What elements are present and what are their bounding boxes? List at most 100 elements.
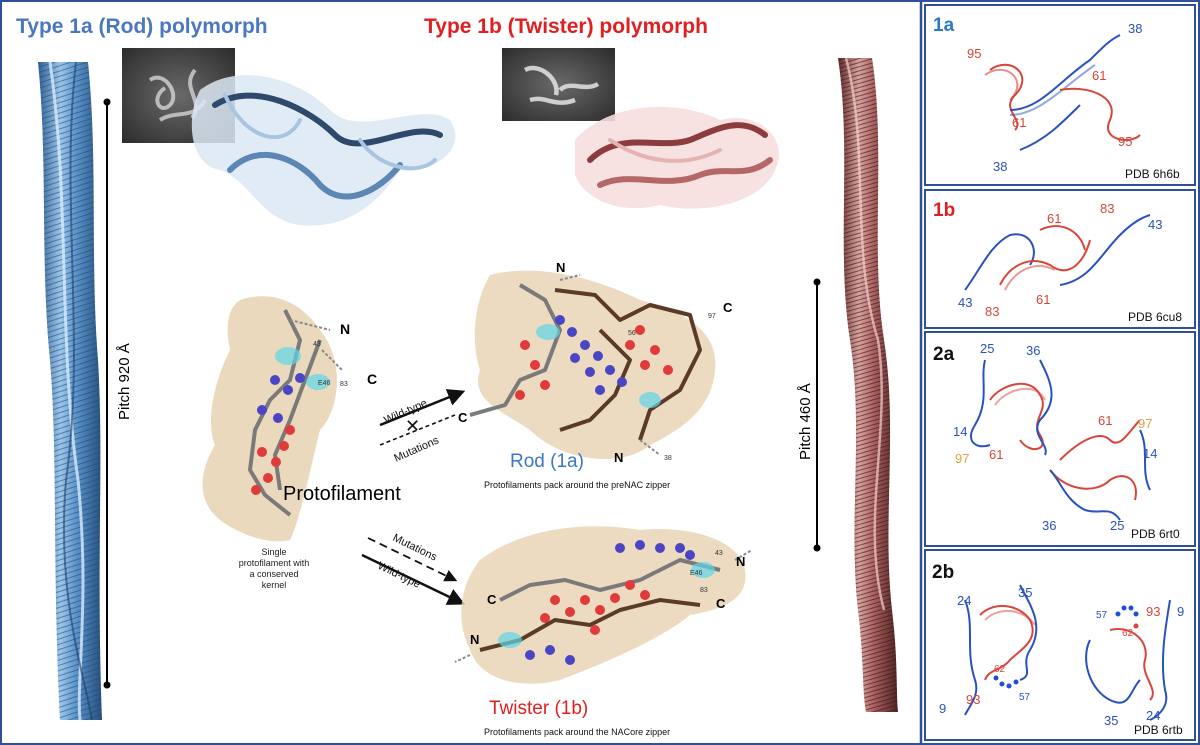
panel-2b-dots [993, 605, 1139, 689]
panel-1b [924, 189, 1196, 329]
panel-2a-label-97b: 97 [1138, 416, 1152, 431]
panel-2b-label-57a: 57 [1019, 692, 1031, 703]
panel-1b-label-83a: 83 [1100, 201, 1114, 216]
panel-1b-label-83b: 83 [985, 304, 999, 319]
rod-fibril-illustration [38, 61, 102, 721]
twister-label: Twister (1b) [489, 698, 588, 719]
rod-res-97: 97 [708, 313, 716, 320]
panel-2b-label-35a: 35 [1018, 585, 1032, 600]
rod-term-n: N [556, 260, 565, 275]
panel-1b-structure [964, 214, 1151, 291]
panel-1a-pdb: PDB 6h6b [1125, 167, 1180, 181]
svg-text:a conserved: a conserved [249, 569, 298, 579]
panel-2b-structure [964, 584, 1171, 721]
panel-2b-label-9a: 9 [939, 701, 946, 716]
protofilament-schematic [202, 296, 343, 542]
svg-text:✕: ✕ [405, 416, 420, 436]
protofilament-res-e46: E46 [318, 380, 331, 387]
twister-res-43: 43 [715, 550, 723, 557]
left-title: Type 1a (Rod) polymorph [16, 15, 268, 38]
rod-label: Rod (1a) [510, 451, 584, 472]
twister-caption: Protofilaments pack around the NACore zi… [484, 727, 670, 737]
rod-caption: Protofilaments pack around the preNAC zi… [484, 480, 670, 490]
protofilament-caption: Single protofilament with a conserved ke… [239, 547, 310, 590]
label-mutations-lower: Mutations [391, 532, 440, 564]
panel-1b-id: 1b [933, 200, 955, 221]
panel-2b-label-57b: 57 [1096, 610, 1108, 621]
panel-2a-label-36b: 36 [1042, 518, 1056, 533]
panel-2a-label-14b: 14 [1143, 446, 1157, 461]
panel-2a-label-61b: 61 [1098, 413, 1112, 428]
panel-2a-structure [970, 359, 1151, 521]
panel-2b-label-24a: 24 [957, 593, 971, 608]
panel-2b-label-35b: 35 [1104, 713, 1118, 728]
svg-text:protofilament with: protofilament with [239, 558, 310, 568]
panel-2a-id: 2a [933, 344, 955, 365]
label-mutations-upper: Mutations [392, 434, 441, 465]
panel-2b-label-9b: 9 [1177, 604, 1184, 619]
structure-panels: 1a PDB 6h6b 38 95 61 61 95 38 1b PDB 6cu… [924, 4, 1196, 741]
em-thumbnail-twister [502, 48, 615, 121]
panel-1b-pdb: PDB 6cu8 [1128, 310, 1182, 324]
rod-term-c-left: C [458, 410, 468, 425]
protofilament-term-n: N [340, 321, 350, 337]
panel-2b-label-62a: 62 [994, 664, 1006, 675]
twister-term-n: N [736, 554, 745, 569]
rod-term-n-bottom: N [614, 450, 623, 465]
panel-2b-label-62b: 62 [1122, 628, 1134, 639]
panel-2a-pdb: PDB 6rt0 [1131, 527, 1180, 541]
panel-1a-structure [984, 34, 1141, 151]
panel-1a-id: 1a [933, 15, 955, 36]
panel-2a-label-25a: 25 [980, 341, 994, 356]
pitch-bar-left [103, 98, 111, 689]
panel-2a-label-61a: 61 [989, 447, 1003, 462]
panel-2a-label-97a: 97 [955, 451, 969, 466]
panel-2b-pdb: PDB 6rtb [1134, 723, 1183, 737]
panel-2a-label-36a: 36 [1026, 343, 1040, 358]
protofilament-label: Protofilament [283, 483, 401, 505]
label-wildtype-lower: Wild-type [376, 560, 422, 591]
twister-term-c-left: C [487, 592, 497, 607]
arrow-to-twister [361, 537, 466, 605]
protofilament-res-43: 43 [313, 341, 321, 348]
panel-1a-label-61b: 61 [1012, 115, 1026, 130]
twister-fibril-illustration [838, 57, 898, 712]
arrow-to-rod: ✕ [379, 389, 466, 446]
rod-term-c: C [723, 300, 733, 315]
twister-density-map [575, 106, 779, 209]
protofilament-term-c: C [367, 371, 377, 387]
twister-term-c: C [716, 596, 726, 611]
twister-term-n-left: N [470, 632, 479, 647]
panel-2b-label-93b: 93 [1146, 604, 1160, 619]
panel-2a-label-25b: 25 [1110, 518, 1124, 533]
pitch-label-right: Pitch 460 Å [797, 383, 814, 460]
center-title: Type 1b (Twister) polymorph [424, 15, 708, 38]
twister-packing-schematic [454, 526, 753, 684]
svg-text:Single: Single [261, 547, 286, 557]
twister-res-e46: E46 [690, 570, 703, 577]
panel-1a-label-38b: 38 [993, 159, 1007, 174]
panel-1a-label-38a: 38 [1128, 21, 1142, 36]
twister-res-83: 83 [700, 587, 708, 594]
panel-1b-label-61a: 61 [1047, 211, 1061, 226]
rod-density-map [191, 75, 456, 226]
panel-1b-label-61b: 61 [1036, 292, 1050, 307]
panel-1a-label-61a: 61 [1092, 68, 1106, 83]
pitch-bar-right [813, 278, 821, 552]
rod-res-38: 38 [664, 455, 672, 462]
panel-1a [924, 4, 1196, 186]
panel-2a [924, 331, 1196, 547]
protofilament-res-83: 83 [340, 381, 348, 388]
panel-1b-label-43a: 43 [1148, 217, 1162, 232]
panel-2b-label-93a: 93 [966, 692, 980, 707]
svg-text:kernel: kernel [262, 580, 287, 590]
panel-1b-label-43b: 43 [958, 295, 972, 310]
rod-packing-schematic [469, 270, 716, 460]
panel-2b-id: 2b [932, 562, 954, 583]
pitch-label-left: Pitch 920 Å [116, 343, 133, 420]
panel-2a-label-14a: 14 [953, 424, 967, 439]
panel-2b-label-24b: 24 [1146, 708, 1160, 723]
panel-2b-red-dot [1133, 623, 1139, 629]
